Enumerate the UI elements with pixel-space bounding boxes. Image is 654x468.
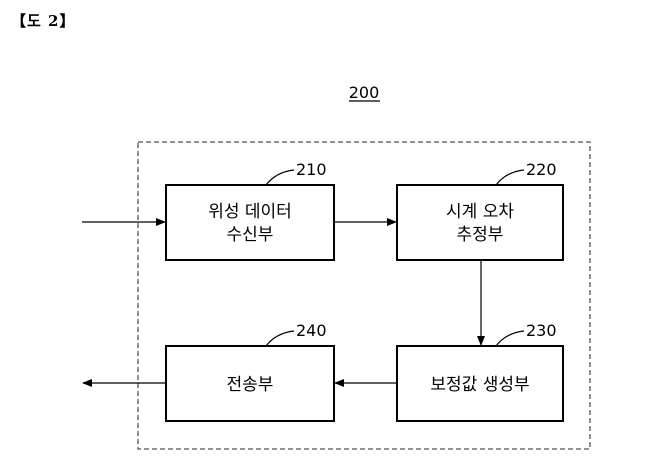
ref-230-label: 230 xyxy=(526,321,557,340)
system-ref-label: 200 xyxy=(349,83,380,102)
ref-230-leader xyxy=(495,330,525,347)
ref-220-label: 220 xyxy=(526,160,557,179)
block-220-line2: 추정부 xyxy=(457,225,504,245)
figure-label: 【도 2】 xyxy=(11,12,76,30)
block-240-line1: 전송부 xyxy=(227,375,274,395)
block-210: 위성 데이터 수신부 xyxy=(165,184,335,261)
ref-240-label: 240 xyxy=(296,321,327,340)
system-boundary xyxy=(137,141,591,450)
block-220-line1: 시계 오차 xyxy=(446,202,514,222)
block-210-line1: 위성 데이터 xyxy=(208,202,292,222)
ref-210-leader xyxy=(265,169,295,186)
block-230-line1: 보정값 생성부 xyxy=(430,375,529,395)
ref-240-leader xyxy=(265,330,295,347)
ref-220-leader xyxy=(495,169,525,186)
block-240: 전송부 xyxy=(165,345,335,422)
block-230: 보정값 생성부 xyxy=(396,345,564,422)
block-220: 시계 오차 추정부 xyxy=(396,184,564,261)
ref-210-label: 210 xyxy=(296,160,327,179)
block-210-line2: 수신부 xyxy=(227,225,274,245)
